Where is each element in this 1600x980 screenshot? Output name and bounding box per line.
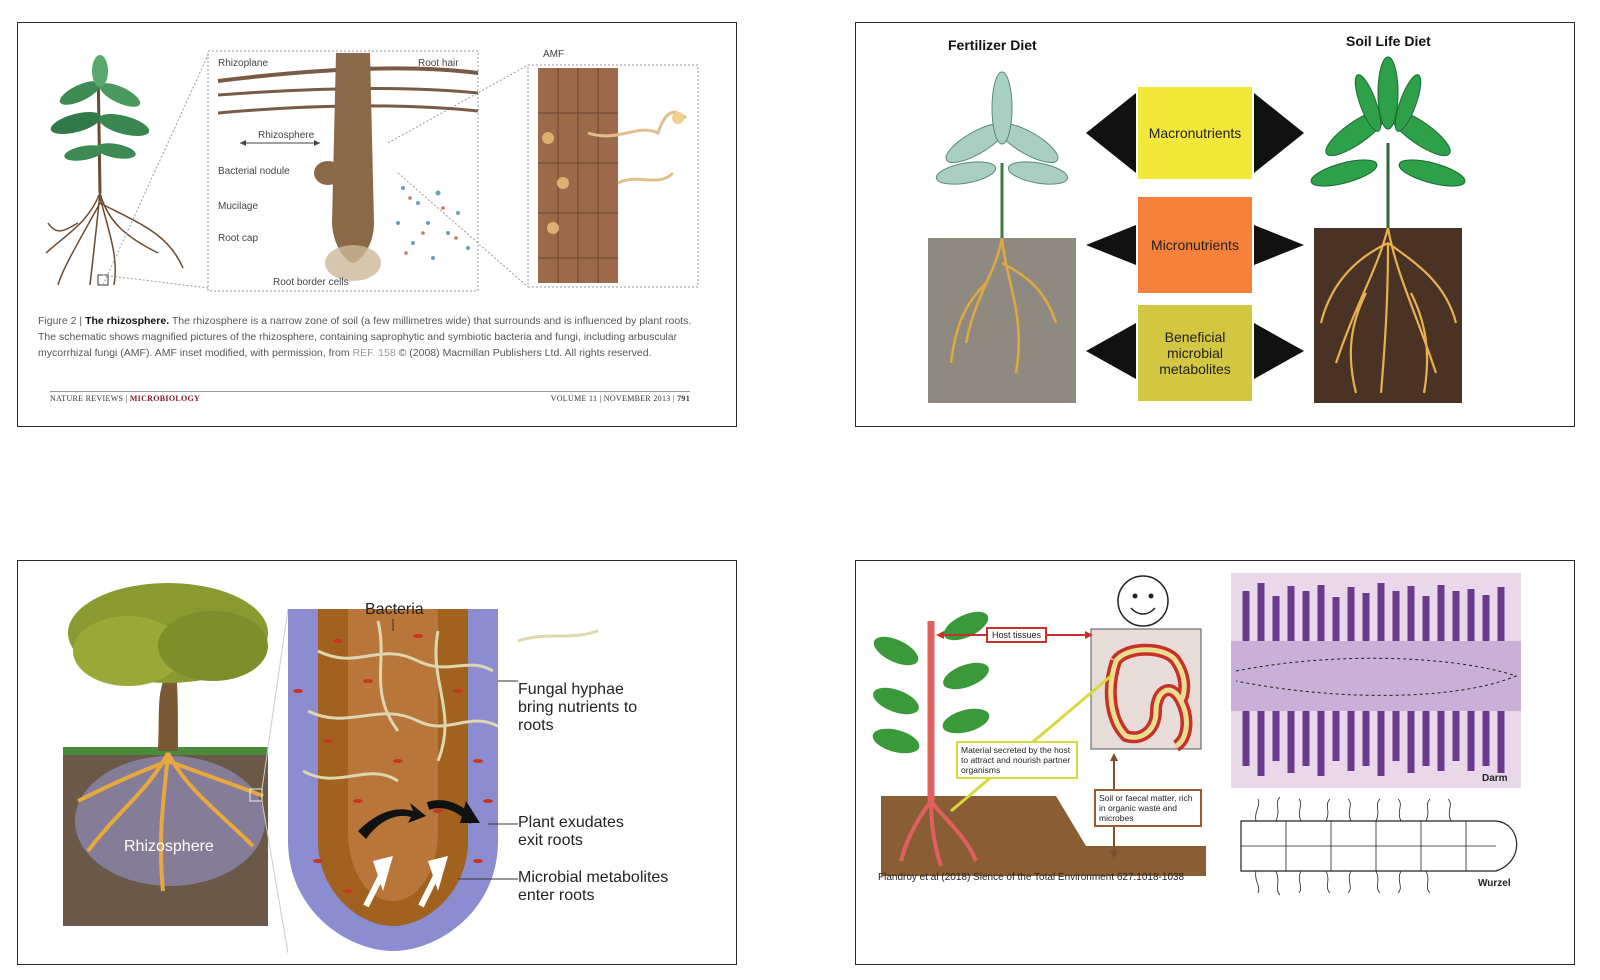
label-root-border-cells: Root border cells xyxy=(273,277,349,288)
label-fungal-hyphae: Fungal hyphae bring nutrients to roots xyxy=(518,681,638,734)
title-soil-life-diet: Soil Life Diet xyxy=(1346,33,1431,49)
slide-plant-gut-analogy: Host tissues Material secreted by the ho… xyxy=(855,560,1575,965)
label-amf: AMF xyxy=(543,49,565,60)
label-root-cap: Root cap xyxy=(218,233,259,244)
label-host-tissues: Host tissues xyxy=(986,627,1048,643)
label-mucilage: Mucilage xyxy=(218,201,259,212)
label-rhizosphere: Rhizosphere xyxy=(258,130,315,141)
rhizosphere-illustration xyxy=(45,50,699,292)
slide-diet-comparison: Fertilizer Diet Soil Life Diet Macronutr… xyxy=(855,22,1575,427)
label-rhizosphere-tree: Rhizosphere xyxy=(124,838,214,855)
citation: Flandroy et al (2018) Sience of the Tota… xyxy=(878,872,1185,883)
label-root-hair: Root hair xyxy=(418,58,459,69)
label-soil-faecal-matter: Soil or faecal matter, rich in organic w… xyxy=(1094,789,1202,827)
slide-root-microbes: Bacteria Fungal hyphae bring nutrients t… xyxy=(17,560,737,965)
plant-icon xyxy=(45,55,184,286)
box-micronutrients: Micronutrients xyxy=(1138,197,1252,293)
label-wurzel: Wurzel xyxy=(1478,878,1511,889)
label-darm: Darm xyxy=(1482,773,1508,784)
figure-caption: Figure 2 | The rhizosphere. The rhizosph… xyxy=(38,315,692,359)
label-secreted-material: Material secreted by the host to attract… xyxy=(956,741,1078,779)
plant-gut-illustration xyxy=(872,573,1521,896)
label-bacterial-nodule: Bacterial nodule xyxy=(218,166,290,177)
label-bacteria: Bacteria xyxy=(365,601,424,618)
slide-rhizosphere-schematic: Rhizoplane Root hair Rhizosphere Bacteri… xyxy=(17,22,737,427)
diet-illustration xyxy=(928,56,1466,403)
label-plant-exudates: Plant exudates exit roots xyxy=(518,814,624,849)
title-fertilizer-diet: Fertilizer Diet xyxy=(948,37,1037,53)
box-beneficial-metabolites: Beneficial microbial metabolites xyxy=(1138,305,1252,401)
journal-footer: NATURE REVIEWS | MICROBIOLOGY VOLUME 11 … xyxy=(50,391,690,403)
root-microbe-illustration xyxy=(63,583,599,954)
label-microbial-metabolites: Microbial metabolites enter roots xyxy=(518,869,669,904)
label-rhizoplane: Rhizoplane xyxy=(218,58,269,69)
box-macronutrients: Macronutrients xyxy=(1138,87,1252,179)
